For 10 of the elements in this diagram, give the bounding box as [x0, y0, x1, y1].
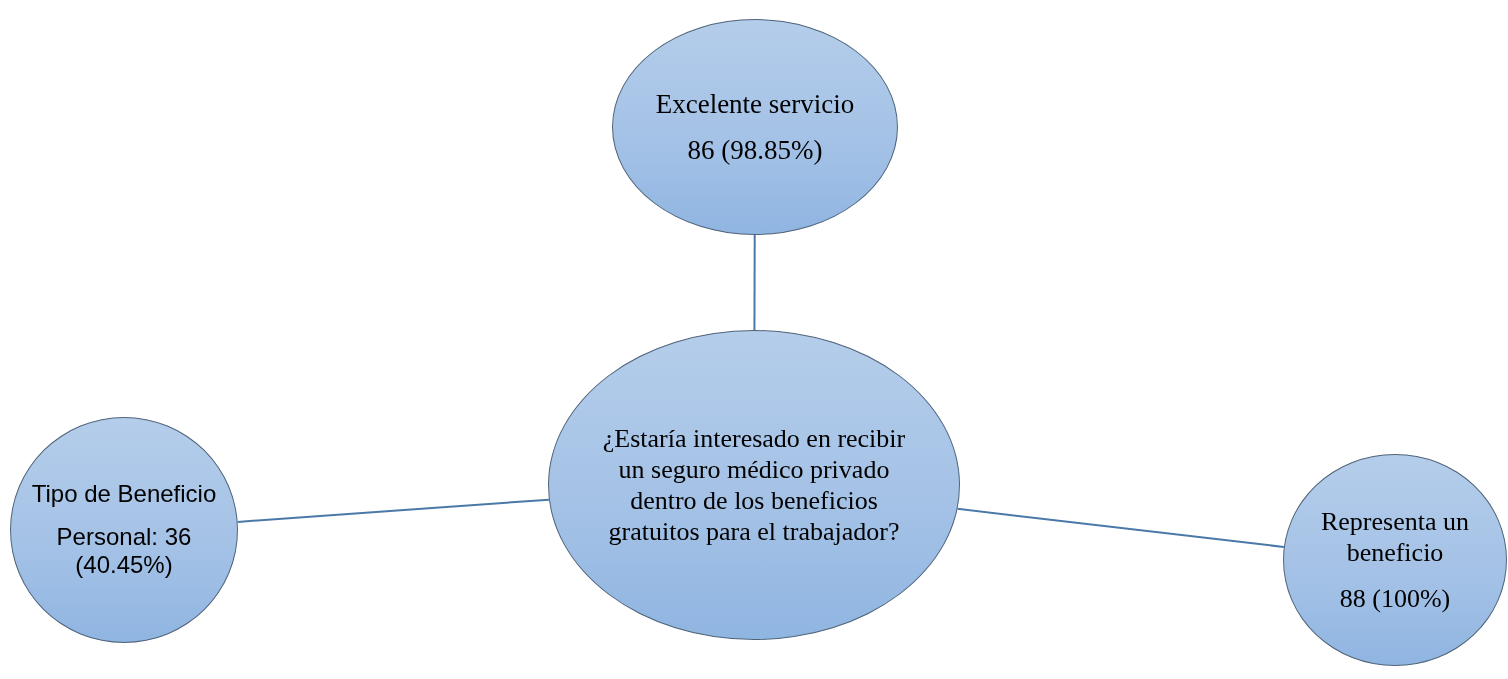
connector-line [956, 507, 1285, 548]
node-label: Tipo de Beneficio [31, 479, 217, 509]
node-label: Representa un beneficio [1320, 506, 1470, 569]
node-label: Excelente servicio [655, 87, 855, 120]
connector-line [753, 234, 756, 331]
node-label: 86 (98.85%) [687, 134, 823, 167]
connector-line [236, 498, 550, 523]
node-label: Personal: 36 (40.45%) [55, 522, 193, 581]
node-label: 88 (100%) [1339, 582, 1451, 614]
node-label: ¿Estaría interesado en recibir un seguro médico privado dentro de los beneficios gratuitos para el trabajador? [601, 422, 907, 548]
